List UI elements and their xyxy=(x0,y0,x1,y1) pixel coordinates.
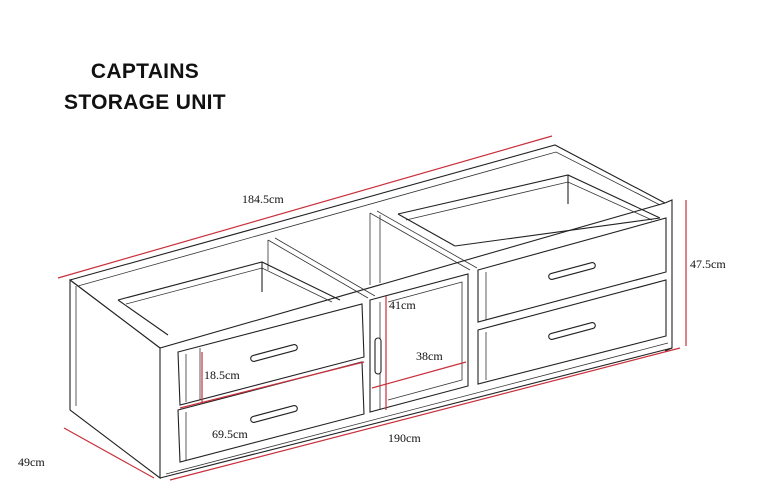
label-front-length: 190cm xyxy=(388,431,421,445)
center-door xyxy=(369,273,469,413)
dim-line-drawer-width xyxy=(179,361,365,409)
drawer-handle-lower-left[interactable] xyxy=(250,405,298,423)
internal-partitions xyxy=(267,210,478,299)
title-line-2: STORAGE UNIT xyxy=(64,91,226,114)
dimension-labels: 184.5cm 47.5cm 41cm 38cm 18.5cm 69.5cm 1… xyxy=(18,192,726,469)
drawer-handle-upper-right[interactable] xyxy=(548,262,596,280)
dimension-lines xyxy=(57,135,687,481)
label-door-height: 41cm xyxy=(389,298,416,312)
label-top-length: 184.5cm xyxy=(242,192,284,206)
open-drawer-right xyxy=(397,174,661,247)
door-handle[interactable] xyxy=(374,337,382,375)
label-drawer-width: 69.5cm xyxy=(212,427,248,441)
title-line-1: CAPTAINS xyxy=(90,60,200,83)
dim-line-front-length xyxy=(169,347,681,481)
carcass-outline xyxy=(69,144,673,480)
left-drawer-stack xyxy=(177,303,365,463)
label-drawer-height: 18.5cm xyxy=(204,368,240,382)
dim-line-depth xyxy=(63,427,155,479)
label-height: 47.5cm xyxy=(690,257,726,271)
label-door-width: 38cm xyxy=(416,349,443,363)
label-depth: 49cm xyxy=(18,455,45,469)
right-drawer-stack xyxy=(477,217,667,385)
dim-line-top-length xyxy=(57,135,553,279)
open-drawer-left xyxy=(117,261,341,336)
drawer-handle-upper-left[interactable] xyxy=(250,344,298,362)
dim-line-door-width xyxy=(371,361,467,389)
drawer-handle-lower-right[interactable] xyxy=(548,322,596,340)
